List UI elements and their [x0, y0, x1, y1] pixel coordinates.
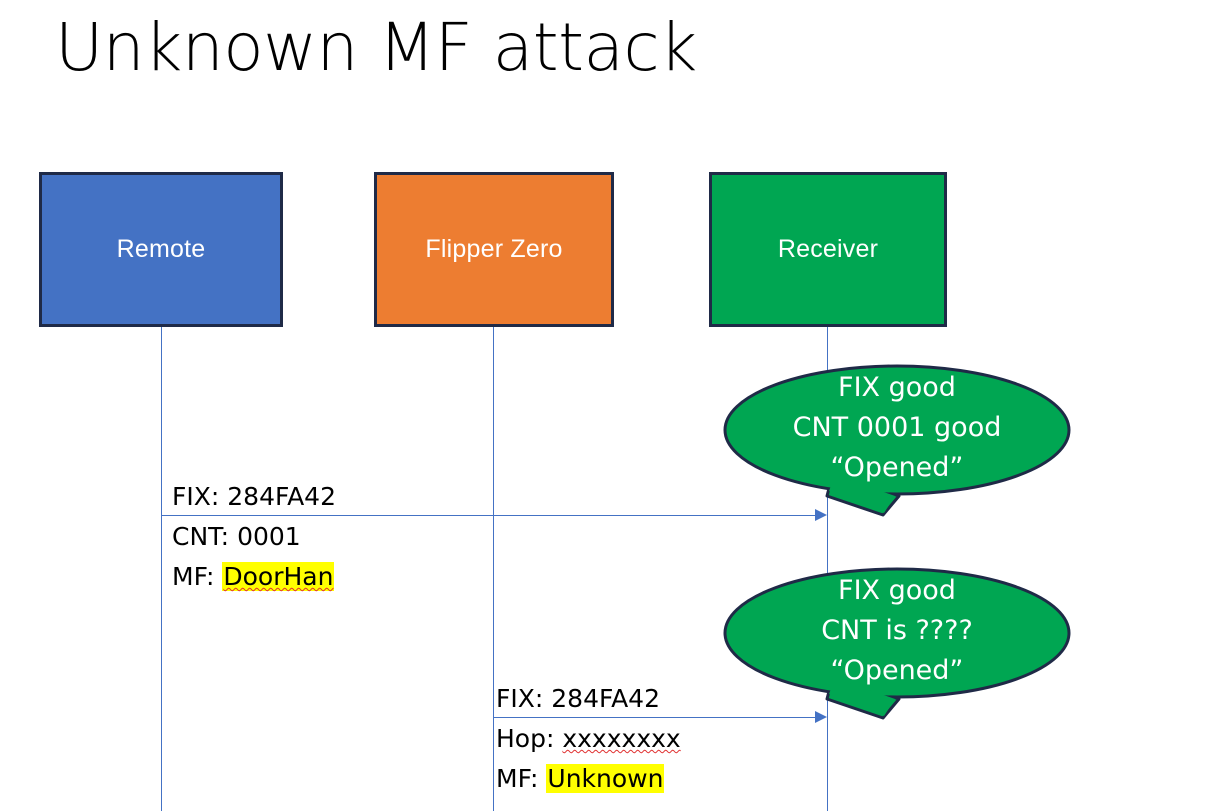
callout-bubble-second[interactable]: FIX good CNT is ???? “Opened”: [723, 567, 1071, 720]
actor-box-flipper[interactable]: Flipper Zero: [374, 172, 614, 327]
message-line: FIX: 284FA42: [172, 477, 336, 517]
message-line-label: FIX:: [172, 482, 220, 511]
message-label-remote-to-receiver: FIX: 284FA42 CNT: 0001 MF: DoorHan: [172, 477, 336, 597]
callout-bubble-first[interactable]: FIX good CNT 0001 good “Opened”: [723, 364, 1071, 517]
message-line-label: FIX:: [496, 684, 544, 713]
actor-box-remote[interactable]: Remote: [39, 172, 283, 327]
message-line-label: MF:: [496, 764, 539, 793]
page-title: Unknown MF attack: [55, 9, 697, 86]
message-line: MF: DoorHan: [172, 557, 336, 597]
message-line: CNT: 0001: [172, 517, 336, 557]
actor-box-receiver[interactable]: Receiver: [709, 172, 947, 327]
lifeline-flipper: [493, 327, 494, 811]
message-line-label: Hop:: [496, 724, 555, 753]
arrow-head-flipper-to-receiver: [815, 711, 827, 723]
message-line-label: MF:: [172, 562, 215, 591]
message-line-value: 284FA42: [227, 482, 336, 511]
callout-bubble-shape: [723, 567, 1071, 720]
arrow-line-remote-to-receiver: [161, 515, 817, 516]
message-line-label: CNT:: [172, 522, 230, 551]
message-line-value: xxxxxxxx: [562, 724, 681, 753]
message-line-value-highlighted: Unknown: [546, 764, 665, 793]
message-line-value-highlighted: DoorHan: [222, 562, 335, 591]
callout-bubble-shape: [723, 364, 1071, 517]
actor-label-flipper: Flipper Zero: [425, 235, 563, 263]
lifeline-remote: [161, 327, 162, 811]
message-line: FIX: 284FA42: [496, 679, 681, 719]
arrow-head-remote-to-receiver: [815, 509, 827, 521]
message-line-value: 284FA42: [551, 684, 660, 713]
arrow-line-flipper-to-receiver: [493, 717, 817, 718]
message-line-value: 0001: [237, 522, 301, 551]
message-label-flipper-to-receiver: FIX: 284FA42 Hop: xxxxxxxx MF: Unknown: [496, 679, 681, 799]
actor-label-receiver: Receiver: [777, 235, 879, 263]
actor-label-remote: Remote: [116, 235, 206, 263]
message-line: MF: Unknown: [496, 759, 681, 799]
message-line: Hop: xxxxxxxx: [496, 719, 681, 759]
lifeline-receiver: [827, 327, 828, 811]
